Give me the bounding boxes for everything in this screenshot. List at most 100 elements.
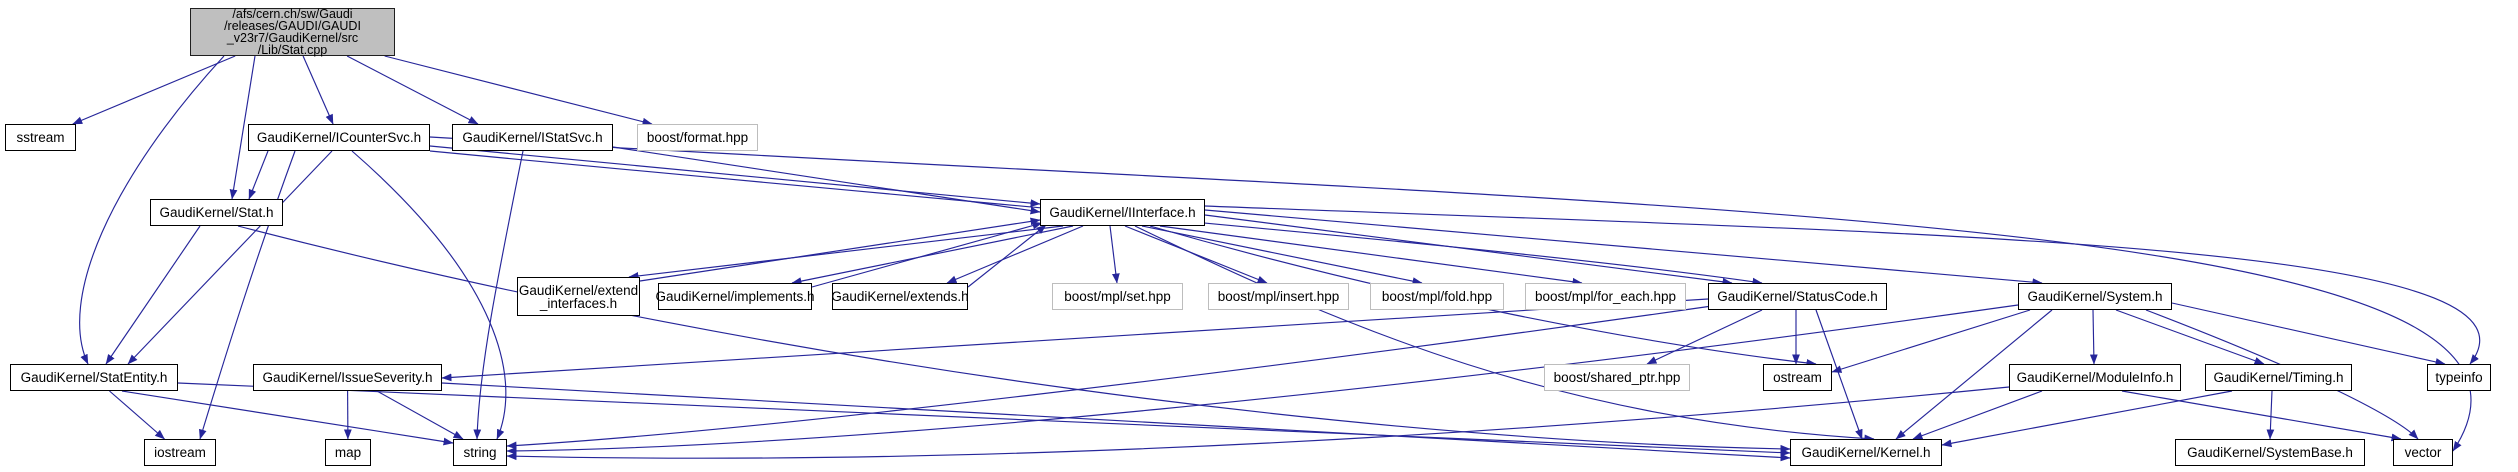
graph-node-string[interactable]: string xyxy=(453,439,507,466)
graph-node-gaudikernel-stat-h[interactable]: GaudiKernel/Stat.h xyxy=(150,199,283,226)
graph-node-boost-mpl-for-each-hpp: boost/mpl/for_each.hpp xyxy=(1525,283,1686,310)
graph-node-label: GaudiKernel/extends.h xyxy=(831,289,969,304)
include-edge-stat-to-statentity xyxy=(105,225,201,365)
include-edge-statuscode-to-sharedptr xyxy=(1646,309,1763,365)
graph-node-gaudikernel-timing-h[interactable]: GaudiKernel/Timing.h xyxy=(2205,364,2352,391)
include-edge-statentity-to-iostream xyxy=(109,390,165,440)
include-edge-root-to-sstream xyxy=(72,55,236,125)
graph-node-gaudikernel-system-h[interactable]: GaudiKernel/System.h xyxy=(2018,283,2172,310)
include-edge-statentity-to-string xyxy=(121,390,454,446)
graph-node-sstream[interactable]: sstream xyxy=(5,124,76,151)
graph-node-boost-mpl-set-hpp: boost/mpl/set.hpp xyxy=(1052,283,1183,310)
graph-node-label: boost/mpl/fold.hpp xyxy=(1381,289,1493,304)
include-edge-system-to-timing xyxy=(2115,309,2265,365)
graph-node-gaudikernel-extend-interfaces-h[interactable]: GaudiKernel/extend _interfaces.h xyxy=(517,277,640,316)
include-edge-root-to-statentity xyxy=(79,55,225,365)
graph-node-afs-cern-ch-sw-gaudi-releases-gaudi-gaudi-v23r7-gaudikernel-src-lib-stat-cpp: /afs/cern.ch/sw/Gaudi /releases/GAUDI/GA… xyxy=(190,8,395,56)
include-edge-moduleinfo-to-string xyxy=(506,386,2010,461)
graph-node-gaudikernel-extends-h[interactable]: GaudiKernel/extends.h xyxy=(831,283,969,310)
graph-node-label: GaudiKernel/implements.h xyxy=(655,289,815,304)
include-edge-stat-to-kernel xyxy=(237,225,1791,453)
include-edge-root-to-stat xyxy=(229,55,256,200)
include-edge-system-to-typeinfo xyxy=(2171,302,2446,366)
include-edge-issueseverity-to-string xyxy=(376,390,464,440)
include-edge-root-to-istatsvc xyxy=(346,55,479,125)
include-edge-icountersvc-to-iostream xyxy=(199,150,296,440)
graph-node-label: GaudiKernel/SystemBase.h xyxy=(2187,445,2353,460)
include-edge-iinterface-to-statuscode xyxy=(1204,214,1733,286)
graph-node-label: GaudiKernel/extend _interfaces.h xyxy=(518,282,639,311)
graph-node-label: GaudiKernel/IStatSvc.h xyxy=(462,130,603,145)
include-edge-icountersvc-to-string xyxy=(351,150,507,440)
graph-node-label: boost/mpl/insert.hpp xyxy=(1217,289,1340,304)
include-edge-iinterface-to-extend xyxy=(628,225,1064,280)
include-edge-iinterface-to-implements xyxy=(791,225,1074,285)
include-edge-system-to-ostream xyxy=(1831,309,2031,373)
graph-node-label: ostream xyxy=(1773,370,1822,385)
graph-node-label: GaudiKernel/IssueSeverity.h xyxy=(262,370,433,385)
include-edge-issueseverity-to-kernel xyxy=(441,382,1791,462)
graph-node-boost-mpl-insert-hpp: boost/mpl/insert.hpp xyxy=(1208,283,1349,310)
graph-node-label: GaudiKernel/Kernel.h xyxy=(1801,445,1931,460)
include-edge-root-to-icountersvc xyxy=(302,55,334,125)
include-edge-timing-to-systembase xyxy=(2266,390,2275,440)
graph-node-boost-shared-ptr-hpp: boost/shared_ptr.hpp xyxy=(1544,364,1690,391)
include-edge-moduleinfo-to-vector xyxy=(2121,390,2402,442)
include-edge-implements-to-iinterface xyxy=(811,221,1043,288)
include-edge-system-to-moduleinfo xyxy=(2089,309,2098,365)
graph-node-typeinfo[interactable]: typeinfo xyxy=(2427,364,2491,391)
graph-node-label: GaudiKernel/StatusCode.h xyxy=(1717,289,1878,304)
graph-node-gaudikernel-statentity-h[interactable]: GaudiKernel/StatEntity.h xyxy=(10,364,178,391)
include-edge-iinterface-to-system xyxy=(1204,209,2043,287)
include-edges xyxy=(72,55,2481,462)
include-edge-system-to-kernel xyxy=(1895,309,2053,440)
graph-node-label: map xyxy=(334,445,362,460)
include-edge-iinterface-to-ostream xyxy=(1149,225,1817,367)
include-edge-iinterface-to-mplset xyxy=(1109,225,1120,284)
graph-node-gaudikernel-issueseverity-h[interactable]: GaudiKernel/IssueSeverity.h xyxy=(253,364,442,391)
graph-node-label: GaudiKernel/ICounterSvc.h xyxy=(256,130,422,145)
graph-node-label: boost/mpl/set.hpp xyxy=(1064,289,1171,304)
graph-node-gaudikernel-istatsvc-h[interactable]: GaudiKernel/IStatSvc.h xyxy=(452,124,613,151)
include-edge-iinterface-to-kernel xyxy=(1134,225,1875,443)
graph-node-label: vector xyxy=(2404,445,2442,460)
graph-node-gaudikernel-iinterface-h[interactable]: GaudiKernel/IInterface.h xyxy=(1040,199,1205,226)
graph-node-label: boost/format.hpp xyxy=(646,130,749,145)
graph-node-gaudikernel-statuscode-h[interactable]: GaudiKernel/StatusCode.h xyxy=(1708,283,1887,310)
include-edge-icountersvc-to-stat xyxy=(248,150,269,200)
graph-node-vector[interactable]: vector xyxy=(2393,439,2453,466)
include-edge-istatsvc-to-string xyxy=(473,150,524,440)
graph-node-label: iostream xyxy=(154,445,206,460)
graph-node-gaudikernel-kernel-h[interactable]: GaudiKernel/Kernel.h xyxy=(1790,439,1942,466)
include-edge-icountersvc-to-statentity xyxy=(127,150,333,365)
graph-node-label: sstream xyxy=(16,130,65,145)
include-edge-extend-to-iinterface xyxy=(639,217,1041,282)
include-edge-icountersvc-to-statuscode xyxy=(429,150,1763,286)
include-edge-iinterface-to-extends xyxy=(946,225,1084,284)
graph-node-boost-mpl-fold-hpp: boost/mpl/fold.hpp xyxy=(1370,283,1504,310)
include-edge-icountersvc-to-vector xyxy=(429,136,2472,452)
graph-node-label: GaudiKernel/Timing.h xyxy=(2213,370,2344,385)
graph-node-label: typeinfo xyxy=(2435,370,2483,385)
include-edge-iinterface-to-mplfold xyxy=(1141,225,1423,285)
include-edge-moduleinfo-to-kernel xyxy=(1912,390,2043,440)
graph-node-label: boost/shared_ptr.hpp xyxy=(1553,370,1681,385)
graph-node-label: boost/mpl/for_each.hpp xyxy=(1534,289,1677,304)
graph-node-iostream[interactable]: iostream xyxy=(144,439,216,466)
graph-node-gaudikernel-moduleinfo-h[interactable]: GaudiKernel/ModuleInfo.h xyxy=(2009,364,2181,391)
graph-node-gaudikernel-systembase-h[interactable]: GaudiKernel/SystemBase.h xyxy=(2175,439,2365,466)
include-edge-iinterface-to-mplforeach xyxy=(1159,225,1583,286)
graph-node-ostream[interactable]: ostream xyxy=(1763,364,1832,391)
graph-node-gaudikernel-implements-h[interactable]: GaudiKernel/implements.h xyxy=(655,283,815,310)
include-edge-iinterface-to-typeinfo xyxy=(1204,205,2481,365)
graph-node-label: string xyxy=(463,445,497,460)
include-edge-statuscode-to-issueseverity xyxy=(441,298,1709,382)
include-edge-statuscode-to-string xyxy=(506,305,1713,450)
graph-node-map[interactable]: map xyxy=(325,439,371,466)
include-edge-system-to-string xyxy=(506,304,2019,455)
include-edge-statentity-to-kernel xyxy=(177,382,1791,457)
include-edge-root-to-format xyxy=(384,55,653,126)
graph-node-gaudikernel-icountersvc-h[interactable]: GaudiKernel/ICounterSvc.h xyxy=(248,124,430,151)
